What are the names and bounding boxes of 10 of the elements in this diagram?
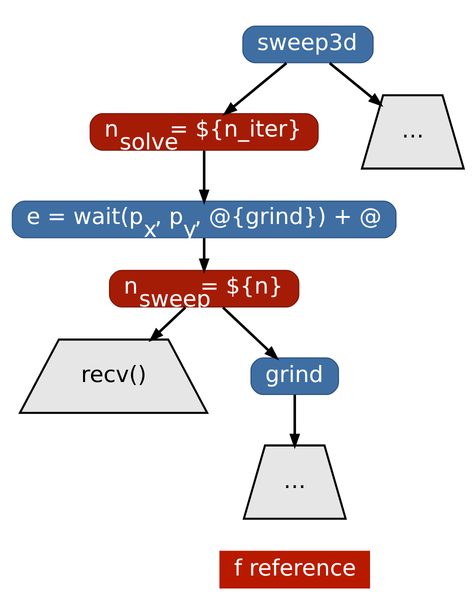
arrow [289, 394, 300, 449]
node-box: grind [250, 356, 340, 395]
arrow [148, 306, 186, 342]
arrow [222, 62, 288, 116]
arrow [328, 62, 384, 106]
node-box: f reference [219, 550, 370, 588]
arrow [222, 306, 280, 360]
arrow [198, 238, 210, 274]
arrow [198, 150, 210, 204]
node-box: sweep3d [242, 25, 374, 63]
